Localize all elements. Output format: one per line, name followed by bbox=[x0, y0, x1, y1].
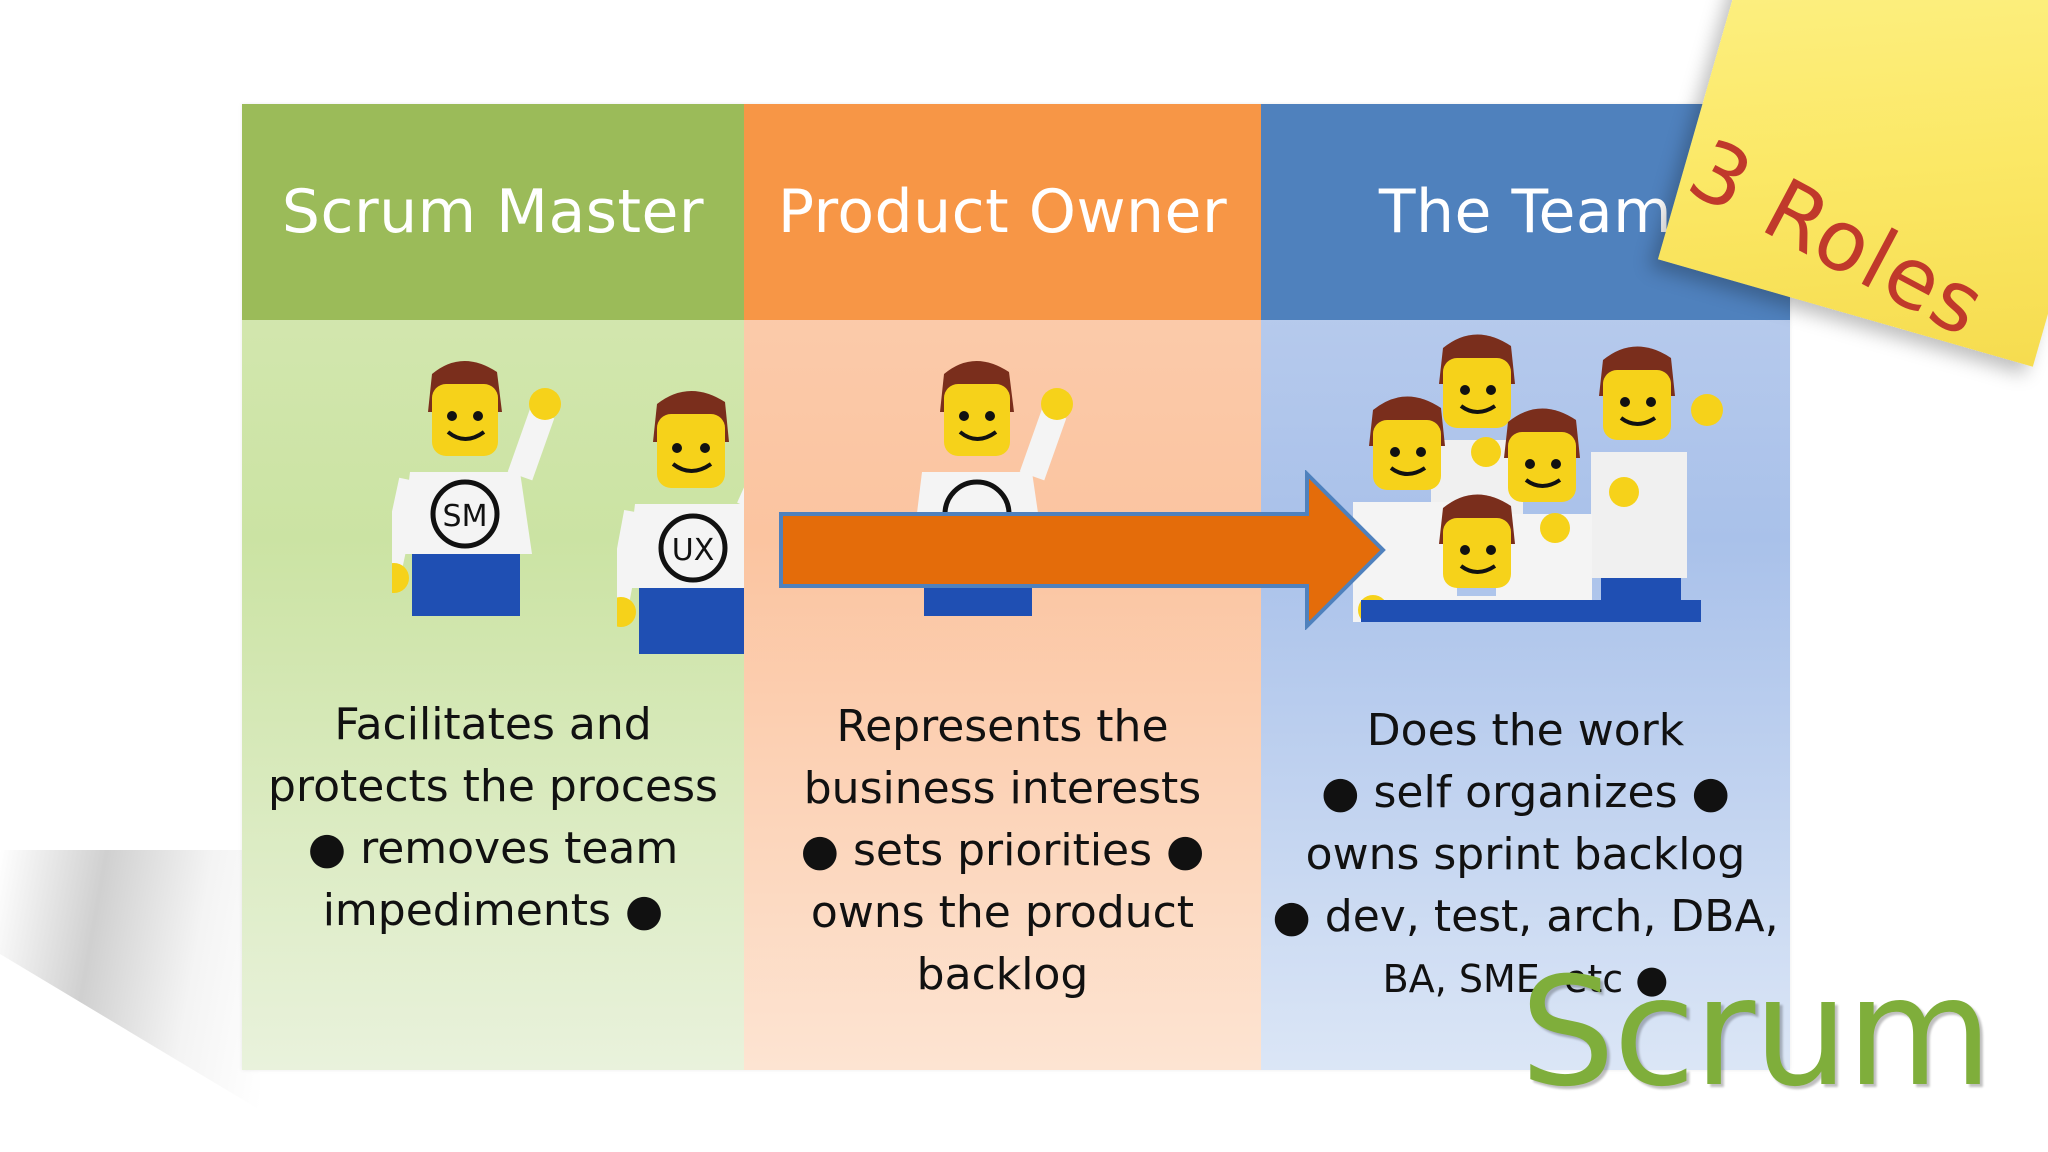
drop-shadow bbox=[0, 850, 260, 1110]
title-product-owner: Product Owner bbox=[744, 104, 1261, 320]
description-scrum-master: Facilitates and protects the process ● r… bbox=[262, 694, 724, 1074]
desc-line: Represents the bbox=[836, 701, 1169, 752]
desc-line: ● removes team bbox=[307, 823, 679, 874]
sm-badge: SM bbox=[443, 499, 488, 534]
lego-team-figures bbox=[1353, 334, 1723, 622]
desc-line: Does the work bbox=[1366, 705, 1685, 756]
lego-figure-sm: SM bbox=[392, 354, 562, 616]
desc-line: business interests bbox=[803, 763, 1202, 814]
arrow-right-icon bbox=[779, 470, 1386, 630]
desc-line: owns the product bbox=[810, 887, 1195, 938]
picture-scrum-master: SM UX bbox=[242, 320, 793, 654]
brand-wordmark: Scrum bbox=[1520, 946, 1993, 1120]
description-product-owner: Represents the business interests ● sets… bbox=[764, 696, 1241, 1076]
desc-line: owns sprint backlog bbox=[1305, 829, 1746, 880]
picture-the-team bbox=[1261, 320, 1790, 622]
desc-line: ● dev, test, arch, DBA, bbox=[1272, 891, 1779, 942]
title-scrum-master: Scrum Master bbox=[242, 104, 744, 320]
desc-line: ● sets priorities ● bbox=[800, 825, 1205, 876]
column-scrum-master: Scrum Master SM bbox=[242, 104, 793, 1070]
ux-badge: UX bbox=[672, 533, 715, 568]
desc-line: Facilitates and bbox=[334, 699, 652, 750]
description-the-team: Does the work ● self organizes ● owns sp… bbox=[1272, 700, 1778, 1080]
desc-line: protects the process bbox=[268, 761, 718, 812]
desc-line: backlog bbox=[916, 949, 1089, 1000]
desc-line: BA, SME, etc ● bbox=[1382, 957, 1669, 1001]
desc-line: impediments ● bbox=[322, 885, 664, 936]
desc-line: ● self organizes ● bbox=[1321, 767, 1730, 818]
